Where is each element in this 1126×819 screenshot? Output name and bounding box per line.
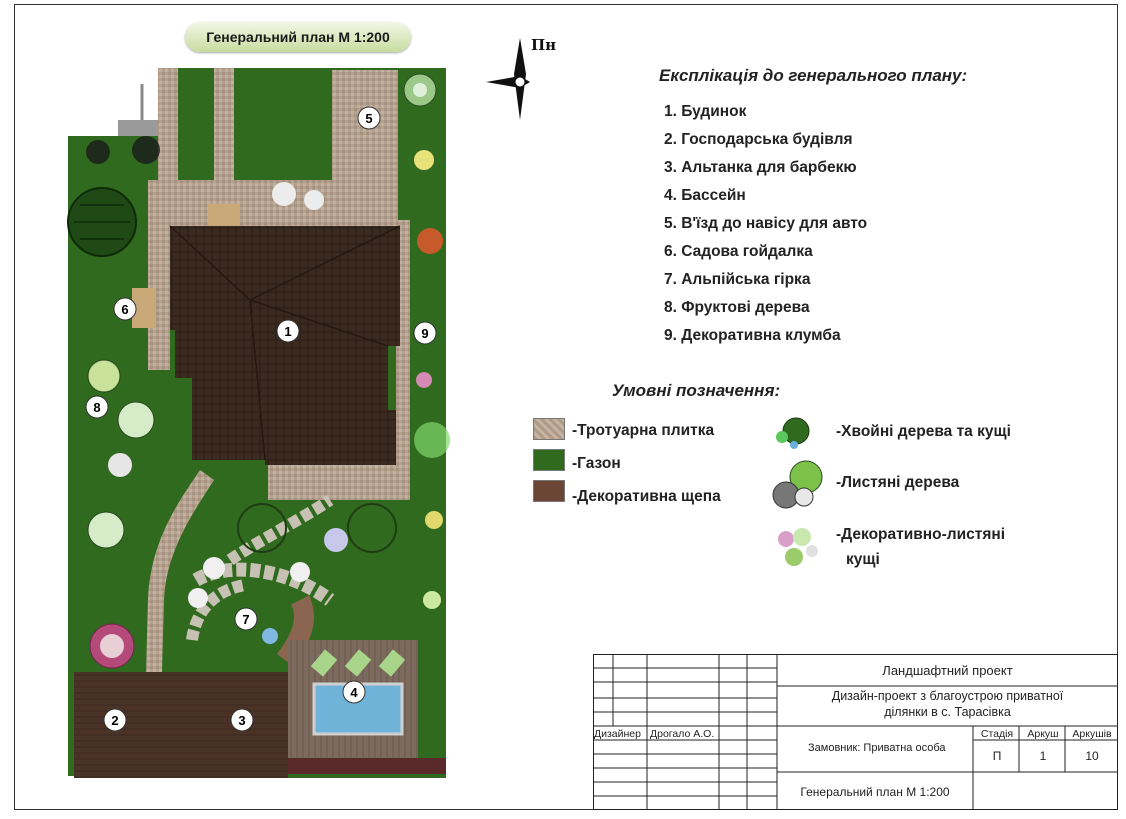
house-roof xyxy=(170,226,400,465)
stamp-customer: Замовник: Приватна особа xyxy=(808,742,946,754)
marker-7: 7 xyxy=(234,607,258,631)
north-arrow-icon xyxy=(486,38,530,120)
plan-title: Генеральний план М 1:200 xyxy=(185,22,411,52)
marker-1: 1 xyxy=(276,319,300,343)
deciduous-tree-icon xyxy=(772,460,823,509)
svg-text:4: 4 xyxy=(350,685,358,700)
explication-item: 8. Фруктові дерева xyxy=(664,299,810,316)
stamp-sheets-label: Аркушів xyxy=(1072,728,1112,740)
site-plan: 1 2 3 4 5 6 7 8 9 xyxy=(67,68,450,778)
explication-item: 7. Альпійська гірка xyxy=(664,271,811,288)
marker-3: 3 xyxy=(230,708,254,732)
stamp-project: Ландшафтний проект xyxy=(882,663,1013,678)
explication-list: 1. Будинок 2. Господарська будівля 3. Ал… xyxy=(664,99,867,351)
title-block xyxy=(593,654,1118,810)
explication-title: Експлікація до генерального плану: xyxy=(659,66,968,85)
explication-item: 2. Господарська будівля xyxy=(664,131,853,148)
svg-text:5: 5 xyxy=(365,111,372,126)
stamp-sheet-label: Аркуш xyxy=(1027,728,1059,740)
legend-swatch-tile xyxy=(533,418,565,440)
stamp-description-2: ділянки в с. Тарасівка xyxy=(884,705,1011,719)
stamp-sheets-value: 10 xyxy=(1085,749,1099,763)
legend-label-lawn: -Газон xyxy=(572,455,621,472)
svg-text:1: 1 xyxy=(284,324,291,339)
legend-label-tile: -Тротуарна плитка xyxy=(572,422,715,439)
stamp-sheet-value: 1 xyxy=(1039,749,1047,763)
legend-label-deciduous: -Листяні дерева xyxy=(836,474,960,491)
explication-item: 6. Садова гойдалка xyxy=(664,243,813,260)
garden-path xyxy=(146,470,214,672)
shrub-icon xyxy=(778,528,818,566)
explication-item: 9. Декоративна клумба xyxy=(664,327,841,344)
stamp-designer-label: Дизайнер xyxy=(594,728,641,740)
marker-6: 6 xyxy=(113,297,137,321)
explication-item: 5. В'їзд до навісу для авто xyxy=(664,215,868,232)
plant-symbols xyxy=(86,73,450,669)
legend-label-conifers: -Хвойні дерева та кущі xyxy=(836,423,1011,440)
svg-text:8: 8 xyxy=(93,400,100,415)
explication-item: 1. Будинок xyxy=(664,103,747,120)
svg-text:7: 7 xyxy=(242,612,249,627)
stamp-drawing-title: Генеральний план М 1:200 xyxy=(800,785,950,799)
marker-4: 4 xyxy=(342,680,366,704)
legend-label-chips: -Декоративна щепа xyxy=(572,488,721,505)
stamp-stage-value: П xyxy=(992,749,1002,763)
explication-item: 4. Бассейн xyxy=(664,187,746,204)
stamp-description-1: Дизайн-проект з благоустрою приватної xyxy=(831,689,1064,703)
marker-8: 8 xyxy=(85,395,109,419)
legend-title: Умовні позначення: xyxy=(612,381,781,400)
conifer-icon xyxy=(776,417,810,449)
legend-swatch-chips xyxy=(533,480,565,502)
marker-9: 9 xyxy=(413,321,437,345)
explication-item: 3. Альтанка для барбекю xyxy=(664,159,857,176)
marker-5: 5 xyxy=(357,106,381,130)
stamp-designer-name: Дрогало А.О. xyxy=(650,728,715,740)
svg-text:6: 6 xyxy=(121,302,128,317)
stamp-stage-label: Стадія xyxy=(980,728,1014,740)
legend-swatch-lawn xyxy=(533,449,565,471)
svg-text:9: 9 xyxy=(421,326,428,341)
marker-2: 2 xyxy=(103,708,127,732)
svg-text:2: 2 xyxy=(111,713,118,728)
svg-text:3: 3 xyxy=(238,713,245,728)
legend-plant-icons xyxy=(772,417,823,566)
legend-label-shrubs-cont: кущі xyxy=(846,551,880,568)
legend-label-shrubs: -Декоративно-листяні xyxy=(836,526,1006,543)
north-label: Пн xyxy=(531,36,557,54)
drawing-frame xyxy=(14,4,1118,810)
